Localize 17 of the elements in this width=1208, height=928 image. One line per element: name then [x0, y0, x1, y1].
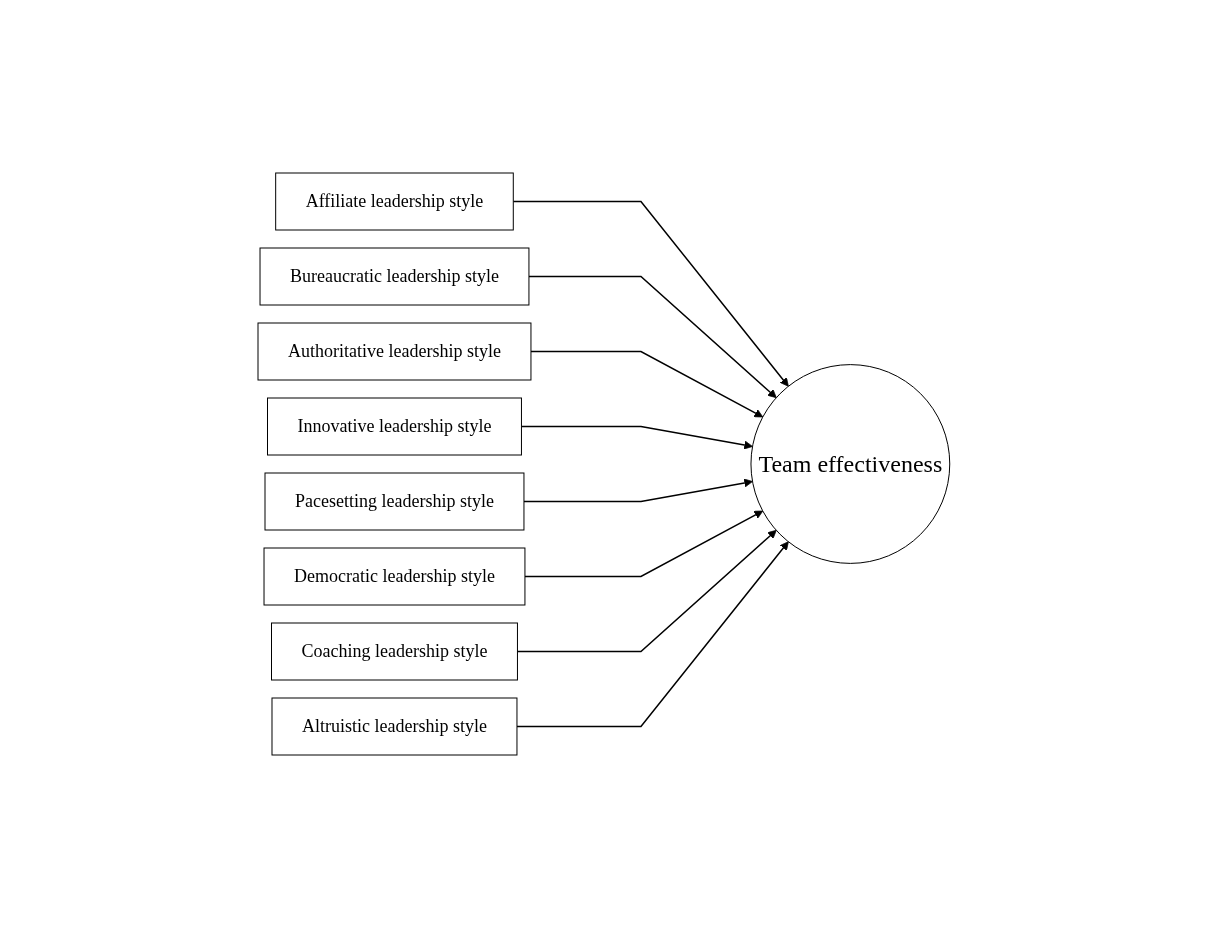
node-box: Democratic leadership style	[263, 547, 526, 606]
node-box: Authoritative leadership style	[257, 322, 532, 381]
node-box: Altruistic leadership style	[271, 697, 518, 756]
arrow	[512, 200, 789, 387]
arrow	[524, 510, 764, 578]
node-box: Affiliate leadership style	[275, 172, 514, 231]
arrow	[528, 275, 777, 399]
node-box: Coaching leadership style	[271, 622, 519, 681]
arrow	[516, 529, 777, 653]
node-circle: Team effectiveness	[750, 364, 951, 564]
arrow	[523, 478, 754, 503]
arrow	[516, 541, 789, 728]
node-box: Pacesetting leadership style	[264, 472, 525, 531]
node-box: Bureaucratic leadership style	[259, 247, 530, 306]
arrow	[520, 425, 754, 450]
node-box: Innovative leadership style	[267, 397, 523, 456]
arrow	[530, 350, 764, 418]
